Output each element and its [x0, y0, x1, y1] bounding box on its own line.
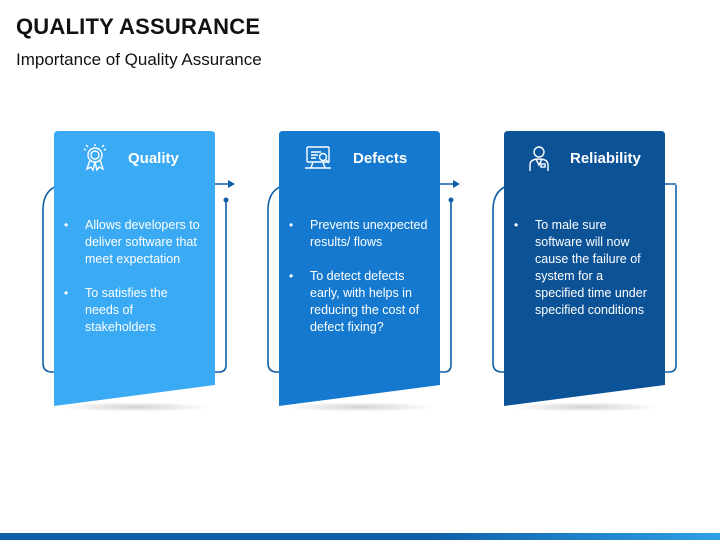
bullet-list: Allows developers to deliver software th…: [64, 217, 204, 353]
monitor-inspection-icon: [305, 146, 331, 169]
bullet-item: To satisfies the needs of stakeholders: [64, 285, 204, 336]
bullet-list: To male sure software will now cause the…: [514, 217, 654, 336]
award-ribbon-icon: [83, 144, 107, 172]
card-shadow: [285, 402, 435, 412]
card-reliability: Reliability To male sure software will n…: [504, 131, 665, 406]
card-shadow: [60, 402, 210, 412]
card-title: Reliability: [570, 150, 641, 167]
card-shadow: [510, 402, 660, 412]
page-title: QUALITY ASSURANCE: [16, 14, 261, 39]
card-defects: Defects Prevents unexpected results/ flo…: [279, 131, 440, 406]
person-badge-icon: [529, 146, 549, 171]
bullet-item: To male sure software will now cause the…: [514, 217, 654, 319]
bullet-list: Prevents unexpected results/ flows To de…: [289, 217, 429, 353]
bullet-item: Prevents unexpected results/ flows: [289, 217, 429, 251]
card-background: [54, 131, 215, 406]
bullet-item: Allows developers to deliver software th…: [64, 217, 204, 268]
card-quality: Quality Allows developers to deliver sof…: [54, 131, 215, 406]
bullet-item: To detect defects early, with helps in r…: [289, 268, 429, 336]
card-title: Defects: [353, 150, 408, 167]
page-subtitle: Importance of Quality Assurance: [16, 50, 262, 69]
bottom-accent-bar: [0, 533, 720, 540]
card-header: Defects: [279, 141, 440, 177]
card-header: Reliability: [504, 141, 665, 177]
card-header: Quality: [54, 141, 215, 177]
card-title: Quality: [128, 150, 179, 167]
